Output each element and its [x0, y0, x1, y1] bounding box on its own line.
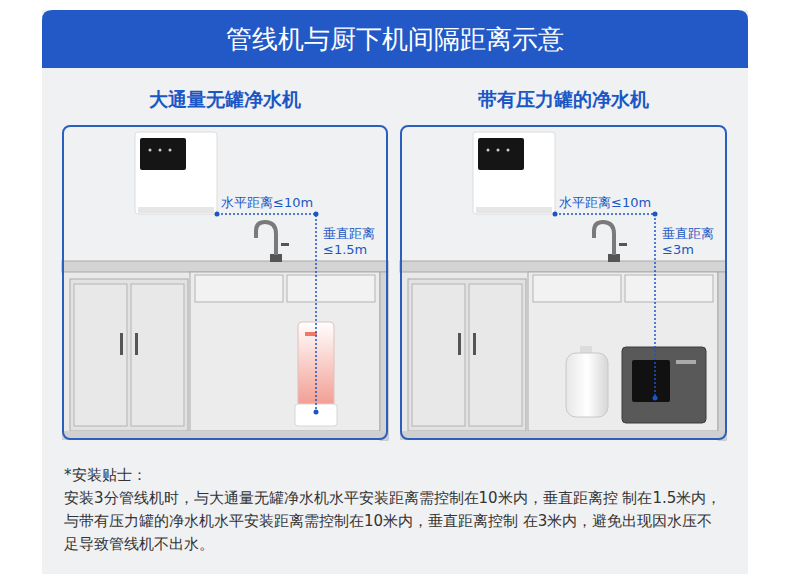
node-heading: *安装贴士： — [64, 464, 726, 487]
node-body: 安装3分管线机时，与大通量无罐净水机水平安装距离需控制在10米内，垂直距离控 制… — [64, 487, 726, 556]
line-dot — [215, 212, 220, 217]
distance-label: 垂直距离 ≤3m — [662, 226, 724, 258]
pressure-tank — [566, 353, 608, 417]
distance-line — [555, 214, 655, 398]
node-heading: 大通量无罐净水机 — [64, 87, 386, 113]
machine-screen — [632, 360, 670, 402]
node-heading: 带有压力罐的净水机 — [402, 87, 725, 113]
line-dot — [653, 396, 658, 401]
machine-logo — [676, 360, 696, 364]
tankless-machine — [295, 322, 337, 426]
machine-logo — [305, 332, 317, 336]
line-dot — [653, 212, 658, 217]
product-panel: 带有压力罐的净水机 — [400, 125, 727, 440]
kitchen-right — [400, 132, 726, 440]
title: 管线机与厨下机间隔距离示意 — [42, 10, 748, 68]
line-dot — [314, 410, 319, 415]
product-panel: 大通量无罐净水机 — [62, 125, 388, 440]
line-dot — [553, 212, 558, 217]
distance-lines — [215, 212, 658, 415]
distance-line — [217, 214, 316, 412]
tips-band: *安装贴士：安装3分管线机时，与大通量无罐净水机水平安装距离需控制在10米内，垂… — [42, 456, 748, 574]
tank-machine — [566, 346, 706, 423]
machine-body — [622, 347, 706, 423]
distance-label: 水平距离≤10m — [559, 195, 651, 211]
kitchen-left — [62, 132, 388, 440]
distance-label: 垂直距离 ≤1.5m — [323, 226, 385, 258]
distance-label: 水平距离≤10m — [221, 195, 313, 211]
page-ground — [42, 10, 748, 574]
title-bar — [42, 10, 748, 68]
line-dot — [314, 212, 319, 217]
